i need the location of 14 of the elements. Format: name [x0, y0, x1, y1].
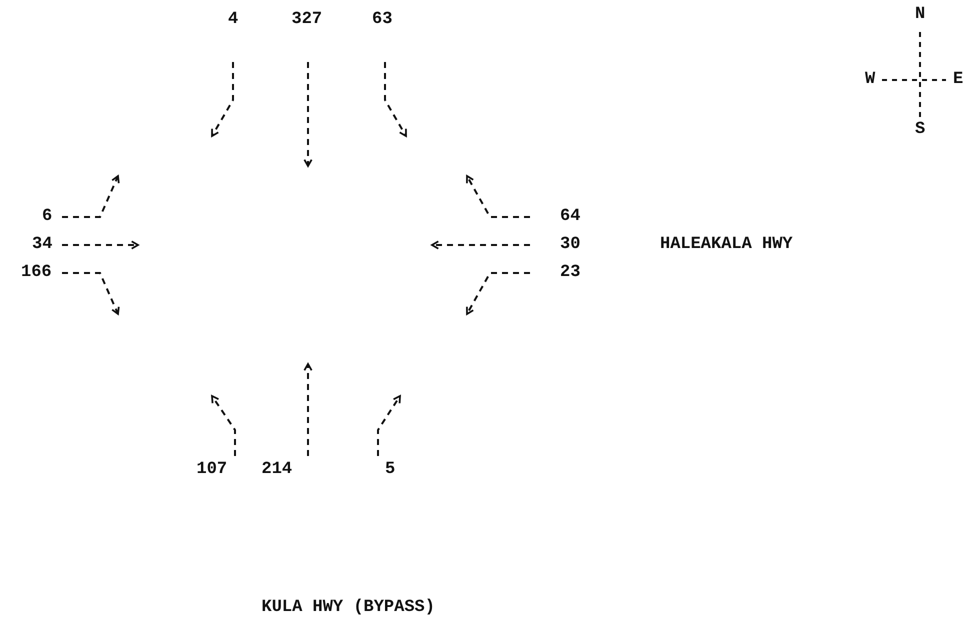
volume-count: 5 — [385, 460, 396, 480]
volume-count: 30 — [560, 235, 580, 255]
volume-count: 6 — [42, 207, 52, 227]
volume-count: 166 — [21, 263, 52, 283]
volume-count: 327 — [292, 10, 322, 30]
volume-count: 23 — [560, 263, 580, 283]
volume-count: 63 — [372, 10, 392, 30]
road-name: HALEAKALA HWY — [660, 235, 793, 255]
volume-count: 214 — [262, 460, 292, 480]
volume-count: 34 — [32, 235, 52, 255]
road-name: KULA HWY (BYPASS) — [262, 598, 435, 618]
volume-count: 107 — [196, 460, 228, 480]
volume-count: 4 — [228, 10, 238, 30]
volume-count: 64 — [560, 207, 580, 227]
